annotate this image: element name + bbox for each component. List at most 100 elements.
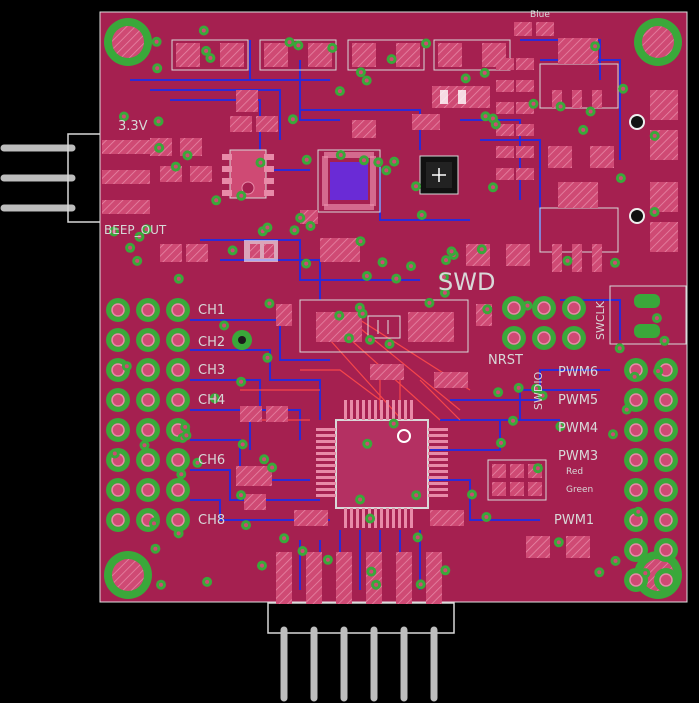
via-drill (154, 39, 159, 44)
ch-pin-drill (111, 393, 125, 407)
via-drill (617, 346, 622, 351)
via-drill (611, 432, 615, 437)
via-drill (152, 521, 156, 526)
via-drill (394, 276, 399, 281)
via-drill (449, 249, 454, 254)
via-drill (240, 442, 245, 447)
via-drill (621, 86, 626, 91)
via-drill (156, 119, 161, 124)
via-drill (205, 579, 210, 584)
via-drill (441, 275, 446, 279)
pwm-pin-drill (659, 423, 673, 437)
via-drill (511, 418, 515, 423)
via-drill (124, 364, 129, 369)
via-drill (157, 145, 162, 150)
via-drill (258, 160, 263, 165)
ch-pin-drill (171, 513, 185, 527)
via-drill (239, 379, 244, 384)
pwm-pin-drill (629, 453, 643, 467)
via-drill (387, 342, 392, 346)
via-drill (112, 229, 116, 234)
via-drill (173, 164, 178, 169)
swd-pin-drill (567, 301, 581, 315)
via-drill (491, 185, 495, 190)
ch-pin-drill (111, 423, 125, 437)
via-drill (391, 421, 396, 426)
via-drill (581, 127, 586, 132)
via-drill (368, 337, 372, 342)
pwm-pin-drill (659, 393, 673, 407)
via-drill (365, 441, 370, 446)
via-drill (624, 407, 629, 412)
ch-pin-drill (111, 333, 125, 347)
via-drill (179, 472, 184, 477)
via-drill (613, 558, 618, 563)
pwm-pin-drill (659, 573, 673, 587)
via-drill (496, 390, 501, 395)
via-drill (444, 258, 448, 263)
via-drill (287, 40, 292, 45)
via-drill (613, 260, 617, 265)
via-drill (176, 531, 181, 536)
via-drill (262, 457, 267, 462)
label-pwm6: PWM6 (558, 365, 598, 380)
via-drill (265, 355, 270, 360)
via-drill (643, 571, 648, 576)
via-drill (419, 213, 424, 217)
jumper-block (232, 285, 687, 350)
via-drill (369, 569, 374, 574)
via-drill (534, 386, 538, 391)
via-drill (662, 338, 667, 343)
via-drill (300, 549, 305, 553)
qfn-chip-small (412, 114, 459, 195)
via-drill (654, 316, 659, 321)
via-drill (159, 582, 163, 587)
swd-pin-drill (507, 331, 521, 345)
ch-pin-drill (171, 453, 185, 467)
via-drill (364, 274, 369, 278)
via-drill (282, 536, 287, 541)
via-drill (330, 45, 335, 50)
via-drill (364, 78, 369, 83)
via-drill (418, 582, 423, 587)
via-drill (135, 258, 140, 263)
via-drill (153, 546, 158, 551)
label-nrst: NRST (488, 353, 523, 368)
via-drill (208, 56, 213, 60)
pwm-pin-drill (659, 543, 673, 557)
via-drill (525, 303, 530, 308)
via-drill (558, 104, 563, 109)
label-ch3: CH3 (198, 363, 225, 378)
via-drill (137, 234, 142, 239)
via-drill (424, 41, 429, 46)
via-drill (485, 307, 490, 312)
via-drill (414, 184, 418, 189)
ch-pin-drill (141, 333, 155, 347)
label-ch6: CH6 (198, 453, 225, 468)
via-drill (531, 101, 536, 106)
swd-pin-drill (537, 301, 551, 315)
mounting-holes (104, 18, 682, 599)
via-drill (260, 563, 264, 568)
via-drill (142, 443, 147, 448)
via-drill (204, 48, 209, 53)
via-drill (304, 157, 309, 162)
label-ch8: CH8 (198, 513, 225, 528)
via-drill (201, 28, 206, 33)
via-drill (112, 451, 117, 456)
label-ch2: CH2 (198, 335, 225, 350)
via-drill (558, 424, 563, 429)
via-drill (176, 276, 181, 281)
via-drill (479, 247, 484, 252)
via-drill (484, 515, 489, 519)
label-green: Green (566, 485, 593, 495)
label-pwm4: PWM4 (558, 421, 598, 436)
ch-pin-drill (171, 333, 185, 347)
ch-pin-drill (171, 393, 185, 407)
via-drill (380, 260, 385, 265)
via-drill (384, 168, 389, 173)
ch-pin-drill (111, 513, 125, 527)
silkscreen-labels: Blue 3.3V BEEP_OUT SWD NRST SWDIO SWCLK … (104, 10, 607, 528)
via-drill (290, 117, 295, 122)
via-drill (292, 228, 297, 233)
